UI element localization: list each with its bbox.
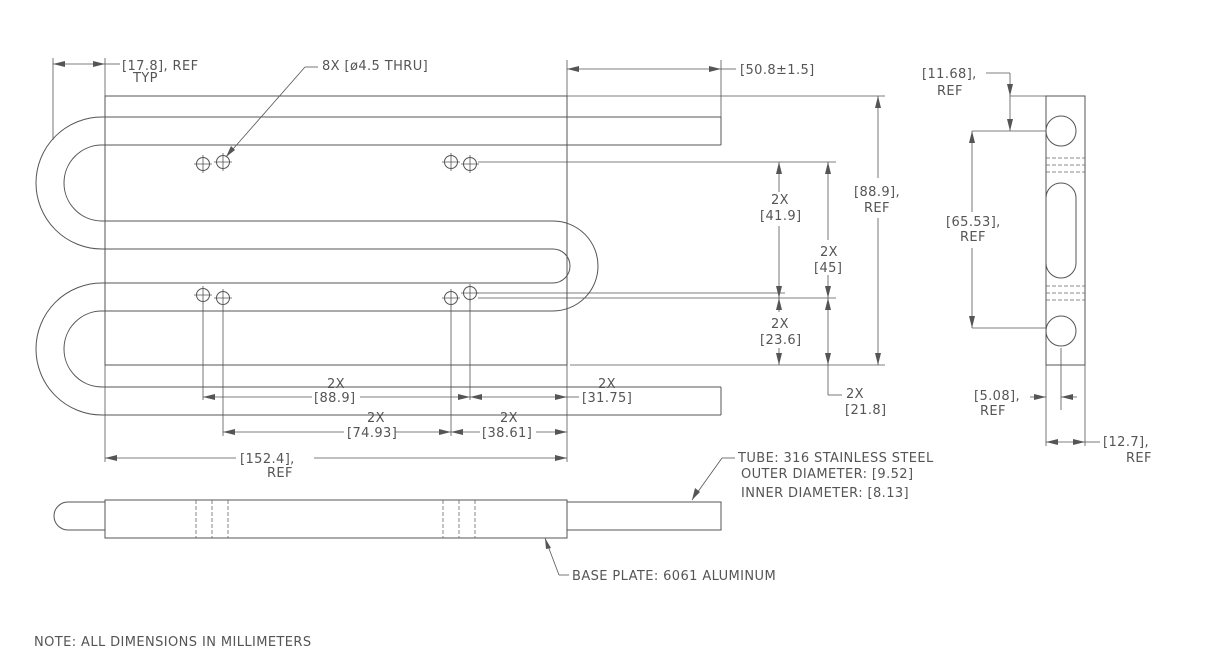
dim-12-7-label: [12.7], <box>1103 435 1149 450</box>
dim-45-qty: 2X <box>820 245 838 260</box>
dim-17-8-label: [17.8], REF <box>122 59 198 74</box>
holes-callout: 8X [ø4.5 THRU] <box>322 59 428 74</box>
dim-38-61-label: [38.61] <box>482 426 532 441</box>
front-view: TUBE: 316 STAINLESS STEEL OUTER DIAMETER… <box>53 451 934 584</box>
dim-88-9-vert-label: [88.9], <box>854 185 900 200</box>
tube-note-material: TUBE: 316 STAINLESS STEEL <box>737 451 934 466</box>
dim-11-68-label: [11.68], <box>922 67 977 82</box>
dim-88-9-horiz-label: [88.9] <box>314 391 356 406</box>
tube-note-inner-diameter: INNER DIAMETER: [8.13] <box>741 486 909 501</box>
dim-45-label: [45] <box>814 261 842 276</box>
dim-21-8-label: [21.8] <box>845 403 887 418</box>
top-view: [17.8], REF TYP 8X [ø4.5 THRU] [50.8±1.5… <box>35 58 900 481</box>
side-tube-slot <box>1045 182 1077 279</box>
side-view: [11.68], REF [65.53], REF [5.08], REF [1… <box>922 67 1152 466</box>
dim-152-4-label: [152.4], <box>240 452 295 467</box>
mounting-hole <box>194 155 212 173</box>
mounting-hole <box>461 155 479 173</box>
dim-152-4-ref: REF <box>267 466 293 481</box>
tube-outer-wall <box>35 116 721 416</box>
side-hidden-lines <box>1046 157 1085 301</box>
front-hidden-lines <box>195 500 476 538</box>
dim-12-7-ref: REF <box>1126 451 1152 466</box>
dim-21-8-qty: 2X <box>846 387 864 402</box>
mounting-hole <box>442 153 460 171</box>
dim-41-9-label: [41.9] <box>760 209 802 224</box>
front-tube-left <box>53 501 105 531</box>
side-view-outline <box>1045 95 1086 366</box>
front-tube-right <box>567 501 722 531</box>
holes-leader <box>225 66 306 158</box>
dim-65-53-label: [65.53], <box>946 215 1001 230</box>
tube-note-outer-diameter: OUTER DIAMETER: [9.52] <box>741 467 913 482</box>
general-note: NOTE: ALL DIMENSIONS IN MILLIMETERS <box>34 635 312 650</box>
front-base-plate <box>104 499 568 539</box>
base-plate-outline <box>104 95 568 366</box>
dim-38-61-qty: 2X <box>500 411 518 426</box>
dim-5-08-ref: REF <box>980 404 1006 419</box>
side-tube-bottom <box>1045 315 1077 347</box>
dim-17-8-typ: TYP <box>132 71 158 86</box>
dim-50-8-label: [50.8±1.5] <box>740 63 815 78</box>
dim-88-9-vert-ref: REF <box>864 201 890 216</box>
dim-74-93-label: [74.93] <box>347 426 397 441</box>
dim-23-6-label: [23.6] <box>760 333 802 348</box>
dim-23-6-qty: 2X <box>771 317 789 332</box>
dim-74-93-qty: 2X <box>367 411 385 426</box>
mounting-holes <box>194 153 479 307</box>
dim-31-75-qty: 2X <box>598 377 616 392</box>
dim-5-08-label: [5.08], <box>974 389 1020 404</box>
mounting-hole <box>194 286 212 304</box>
side-tube-top <box>1045 115 1077 147</box>
dim-11-68-ref: REF <box>937 84 963 99</box>
base-plate-note: BASE PLATE: 6061 ALUMINUM <box>572 569 776 584</box>
dim-88-9-horiz-qty: 2X <box>327 377 345 392</box>
dim-65-53-ref: REF <box>960 230 986 245</box>
dim-41-9-qty: 2X <box>771 193 789 208</box>
tube-inner-wall <box>63 144 721 388</box>
mounting-hole <box>442 289 460 307</box>
mounting-hole <box>214 153 232 171</box>
extension-lines <box>52 58 885 462</box>
mounting-hole <box>214 289 232 307</box>
dim-31-75-label: [31.75] <box>582 391 632 406</box>
